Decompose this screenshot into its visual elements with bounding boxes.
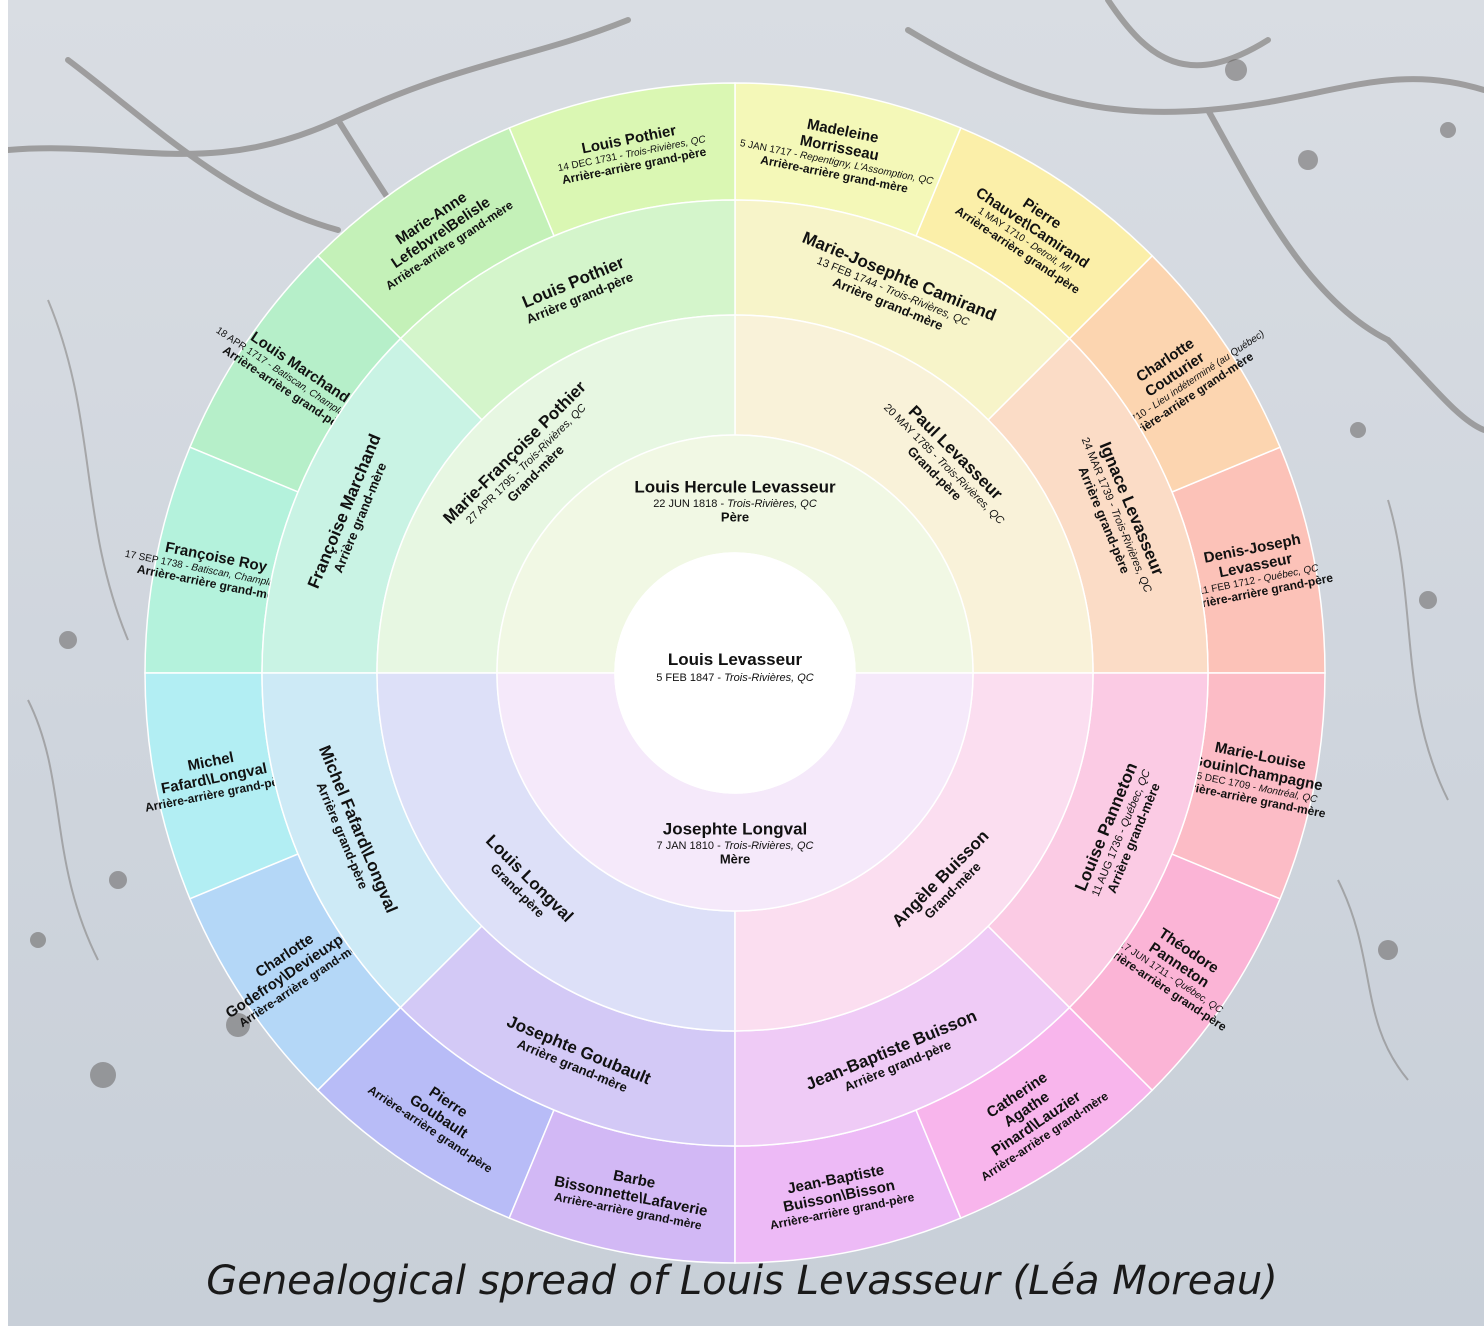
root-disc xyxy=(614,552,856,794)
ring4-person-1[interactable]: CharlotteCouturierVERS 1710 - Lieu indét… xyxy=(1068,254,1282,493)
ring4-person-13[interactable]: CatherineAgathePinard\LauzierArrière-arr… xyxy=(915,1006,1154,1220)
ring4-person-11[interactable]: BarbeBissonnette\LafaverieArrière-arrièr… xyxy=(508,1109,736,1264)
ring1-person-1-name: Josephte Longval xyxy=(663,820,808,839)
ring1-person-1-date: 7 JAN 1810 - xyxy=(657,840,724,852)
root-name: Louis Levasseur xyxy=(668,650,803,669)
ring1-person-1-place: Trois-Rivières, QC xyxy=(724,840,814,852)
root-person[interactable]: Louis Levasseur 5 FEB 1847 - Trois-Rivièr… xyxy=(614,552,856,794)
ring1-person-0-date-place: 22 JUN 1818 - Trois-Rivières, QC xyxy=(653,498,817,510)
ring1-person-0-date: 22 JUN 1818 - xyxy=(653,498,727,510)
caption: Genealogical spread of Louis Levasseur (… xyxy=(206,1258,1278,1304)
ring1-person-0-role: Père xyxy=(721,509,749,524)
ring1-person-0-name: Louis Hercule Levasseur xyxy=(634,478,836,497)
root-date-place: 5 FEB 1847 - Trois-Rivières, QC xyxy=(656,672,814,684)
ring4-person-12-label: Jean-BaptisteBuisson\BissonArrière-arriè… xyxy=(769,1161,916,1232)
ring4-person-9[interactable]: CharlotteGodefroy\DevieuxpontArrière-arr… xyxy=(188,853,402,1092)
ring1-person-1-role: Mère xyxy=(720,851,750,866)
ring4-person-12[interactable]: Jean-BaptisteBuisson\BissonArrière-arriè… xyxy=(734,1109,962,1264)
root-place: Trois-Rivières, QC xyxy=(724,672,814,684)
root-date: 5 FEB 1847 - xyxy=(656,672,724,684)
ring1-person-1-date-place: 7 JAN 1810 - Trois-Rivières, QC xyxy=(657,840,814,852)
ring1-person-0-place: Trois-Rivières, QC xyxy=(727,498,817,510)
